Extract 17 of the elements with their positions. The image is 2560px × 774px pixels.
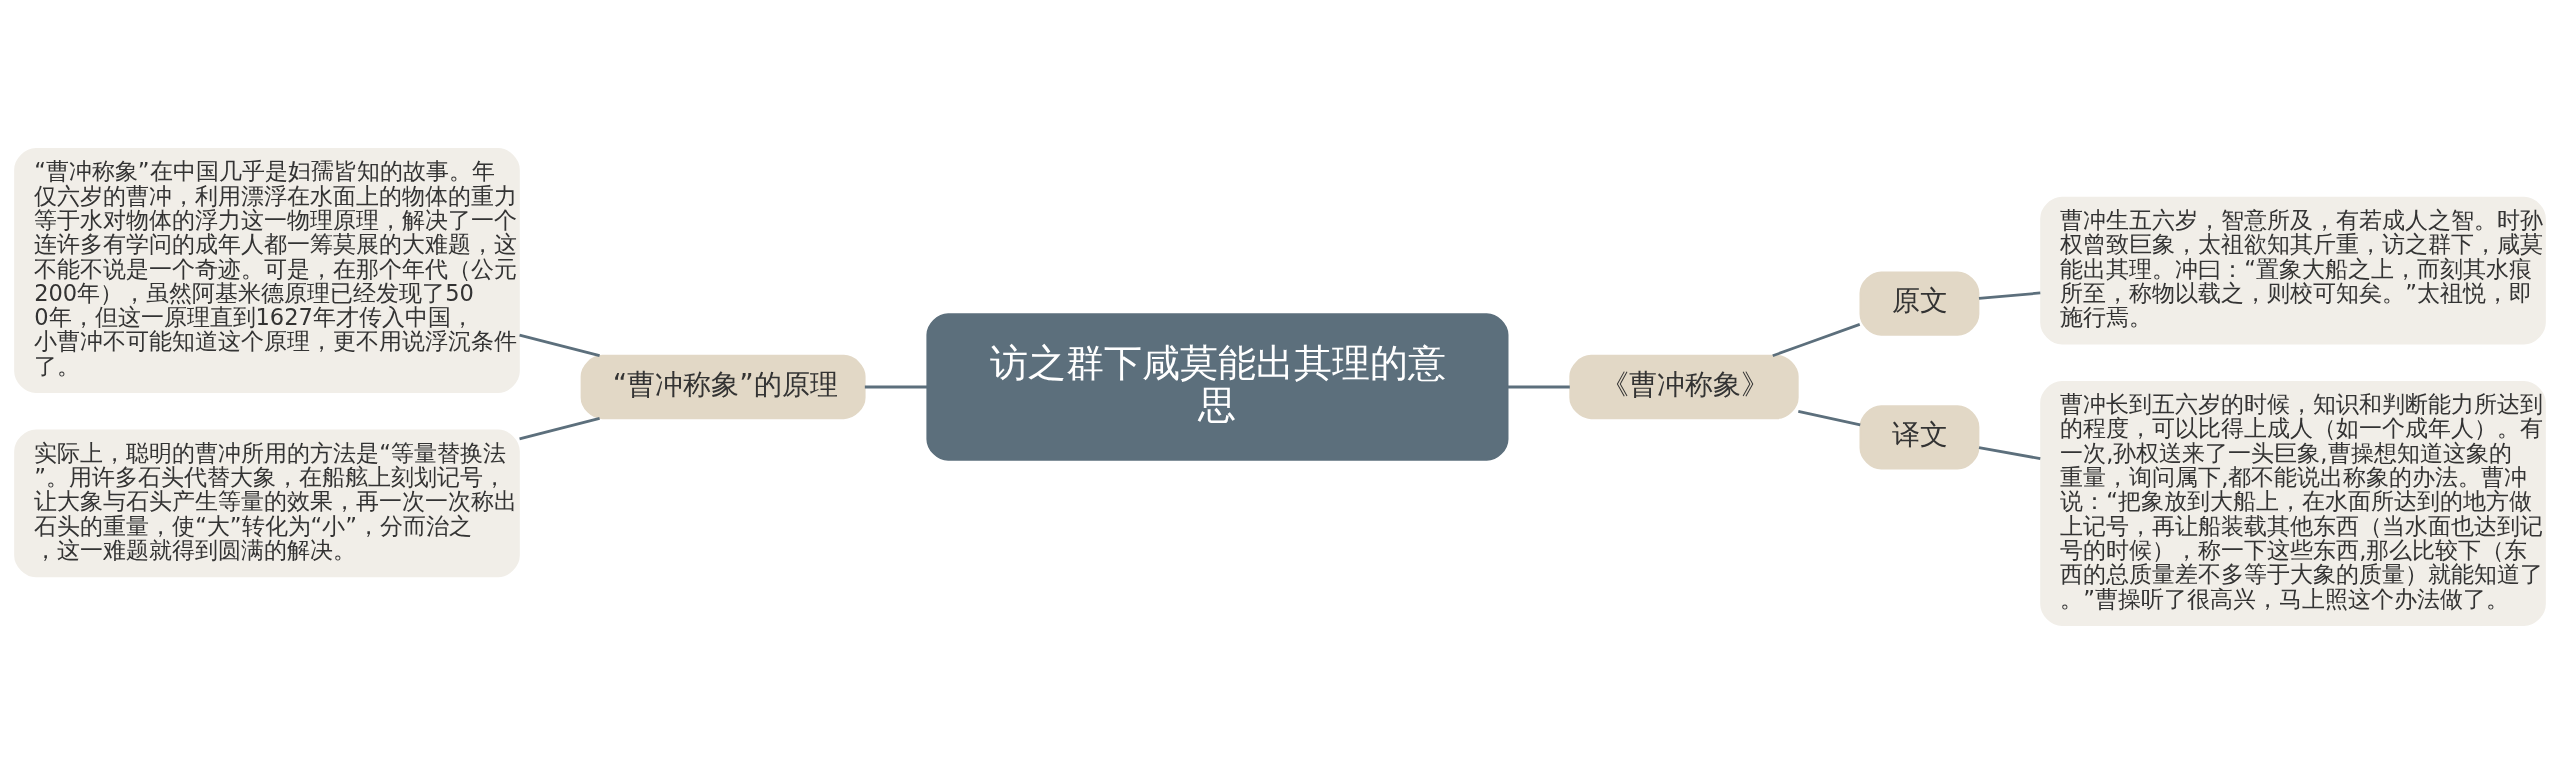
node-box: “曹冲称象”的原理 (580, 354, 866, 420)
node-box: 曹冲长到五六岁的时候，知识和判断能力所达到的程度，可以比得上成人（如一个成年人）。有一次,孙权送来了一头巨象,曹操想知道这象的重量，询问属下,都不能说出称象的办法。曹冲说：“把象放到大船上，在水面所达到的地方做上记号，再让船装载其他东西（当水面也达到记号的时候），称一下这些东西,那么比较下（东西的总质量差不多等于大象的质量）就能知道了。”曹操听了很高兴，马上照这个办法做了。 (2040, 380, 2546, 626)
connector (864, 385, 928, 389)
node-box: “曹冲称象”在中国几乎是妇孺皆知的故事。年仅六岁的曹冲，利用漂浮在水面上的物体的重力等于水对物体的浮力这一物理原理，解决了一个连许多有学问的成年人都一筹莫展的大难题，这不能不说是一个奇迹。可是，在那个年代（公元200年），虽然阿基米德原理已经发现了500年，但这一原理直到1627年才传入中国，小曹冲不可能知道这个原理，更不用说浮沉条件了。 (14, 148, 520, 394)
node-box: 实际上，聪明的曹冲所用的方法是“等量替换法”。用许多石头代替大象，在船舷上刻划记号，让大象与石头产生等量的效果，再一次一次称出石头的重量，使“大”转化为“小”，分而治之，这一难题就得到圆满的解决。 (14, 429, 520, 578)
connector (1978, 446, 2041, 460)
connector (519, 417, 600, 441)
connector (519, 333, 600, 357)
node-box: 译文 (1859, 405, 1980, 470)
node-box: 原文 (1859, 271, 1980, 336)
connector (1772, 323, 1861, 357)
connector (1507, 385, 1570, 389)
connector (1798, 410, 1861, 427)
node-box: 《曹冲称象》 (1569, 354, 1799, 420)
connector (1978, 291, 2041, 300)
node-box: 访之群下咸莫能出其理的意思 (926, 313, 1509, 461)
node-box: 曹冲生五六岁，智意所及，有若成人之智。时孙权曾致巨象，太祖欲知其斤重，访之群下，咸莫能出其理。冲曰：“置象大船之上，而刻其水痕所至，称物以载之，则校可知矣。”太祖悦，即施行焉。 (2040, 196, 2546, 345)
